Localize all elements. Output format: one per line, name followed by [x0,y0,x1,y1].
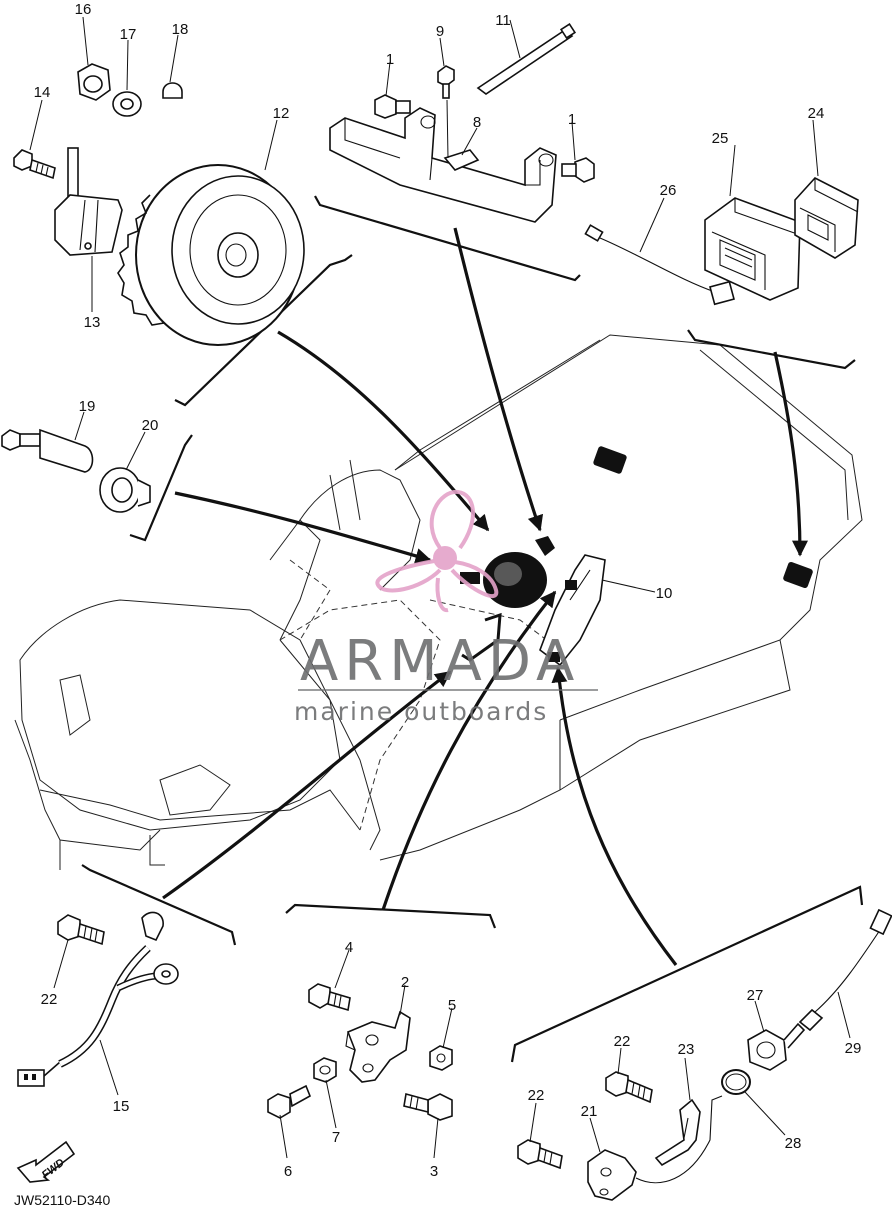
part-19-bulb [1,428,94,473]
part-28-o-ring [721,1069,751,1095]
part-22-bolt-mid [605,1071,653,1104]
diagram-code: JW52110-D340 [14,1192,110,1208]
callout-22-left: 22 [41,991,58,1008]
callout-20: 20 [142,417,159,434]
part-1-bolt-left [374,94,411,119]
leader-lines [29,16,851,1159]
callout-22-mid: 22 [614,1033,631,1050]
callout-16: 16 [75,1,92,18]
part-6-bolt [267,1084,312,1119]
part-4-bolt [308,983,351,1012]
group-brackets [81,195,864,1063]
watermark-tagline: marine outboards [294,697,548,726]
part-3-bolt [403,1092,453,1121]
callout-5: 5 [448,997,456,1014]
part-20-grommet [99,467,151,513]
callout-9: 9 [436,23,444,40]
callout-22-low: 22 [528,1087,545,1104]
callout-2: 2 [401,974,409,991]
part-26-lead [584,224,735,306]
callout-21: 21 [581,1103,598,1120]
location-arrows [162,227,808,966]
callout-26: 26 [660,182,677,199]
propeller-logo-icon [375,489,499,613]
watermark: ARMADA marine outboards [294,489,598,726]
callout-15: 15 [113,1098,130,1115]
part-29-lead [798,908,892,1032]
part-22-bolt-left [57,914,105,946]
part-22-bolt-low [517,1139,563,1170]
part-12-flywheel [117,164,305,346]
callout-14: 14 [34,84,51,101]
callout-12: 12 [273,105,290,122]
callout-13: 13 [84,314,101,331]
watermark-brand: ARMADA [300,629,580,694]
part-7-nut [313,1057,337,1083]
vehicle-outline [14,334,863,870]
callout-11: 11 [495,12,511,29]
part-18-key [162,82,183,99]
callout-23: 23 [678,1041,695,1058]
callout-27: 27 [747,987,764,1004]
part-17-washer [112,91,142,117]
part-15-wire-harness [17,911,179,1087]
callout-1-right: 1 [568,111,576,128]
part-8-bracket [329,107,557,223]
callout-4: 4 [345,939,353,956]
callout-8: 8 [473,114,481,131]
part-25-cdi-unit [704,197,801,301]
part-14-bolt [13,149,56,180]
callout-25: 25 [712,130,729,147]
fwd-arrow-icon: FWD [16,1140,76,1183]
callout-18: 18 [172,21,189,38]
callout-3: 3 [430,1163,438,1180]
callout-10: 10 [656,585,673,602]
callout-28: 28 [785,1135,802,1152]
part-5-nut [429,1045,453,1071]
part-11-tie [476,22,577,95]
part-9-bolt [437,65,455,99]
part-27-speed-sensor [747,1022,806,1071]
part-1-bolt-right [561,157,595,183]
part-16-nut [77,63,111,101]
callout-29: 29 [845,1040,862,1057]
callout-1-left: 1 [386,51,394,68]
part-2-bracket [345,1010,411,1083]
part-24-cover [794,177,859,259]
part-13-pulser-coil [54,147,123,256]
part-23-bracket [654,1098,701,1167]
callout-6: 6 [284,1163,292,1180]
part-21-sensor [587,1095,723,1201]
callout-24: 24 [808,105,825,122]
callout-7: 7 [332,1129,340,1146]
callout-17: 17 [120,26,137,43]
callout-19: 19 [79,398,96,415]
callout-numbers: 1 1 2 3 4 5 6 7 8 9 10 11 12 13 14 15 16… [34,1,862,1180]
